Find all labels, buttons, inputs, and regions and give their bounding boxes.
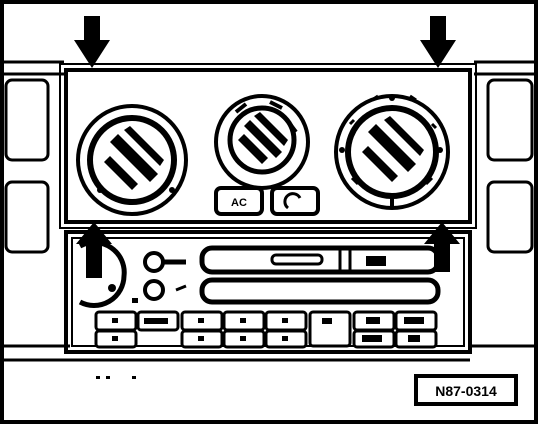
ac-button[interactable]: AC [214,186,264,216]
radio-panel [64,230,472,354]
radio-buttons-bottom-row [94,329,438,349]
radio-panel-frame [64,230,472,354]
baseline-marks [96,376,136,379]
radio-button[interactable] [308,310,352,348]
fan-speed-knob[interactable] [214,94,310,190]
recirculation-button[interactable] [270,186,320,216]
tuning-knob[interactable] [143,251,186,273]
arrow-up-left-icon [76,222,112,278]
climate-panel-frame [64,68,472,224]
radio-display [199,277,441,305]
reference-code-box: N87-0314 [414,374,518,406]
radio-button-markings [112,317,424,342]
balance-knob[interactable] [143,279,187,301]
temperature-knob[interactable] [76,104,188,216]
arrow-down-left-icon [74,16,110,68]
recirculation-icon [283,192,302,210]
cassette-slot[interactable] [199,245,441,275]
arrow-up-right-icon [424,222,460,272]
ac-button-label: AC [231,197,247,209]
dashboard-surround [4,60,536,362]
arrow-down-right-icon [420,16,456,68]
reference-code: N87-0314 [435,383,497,399]
air-distribution-knob[interactable] [334,94,450,210]
climate-panel: AC [59,63,477,229]
